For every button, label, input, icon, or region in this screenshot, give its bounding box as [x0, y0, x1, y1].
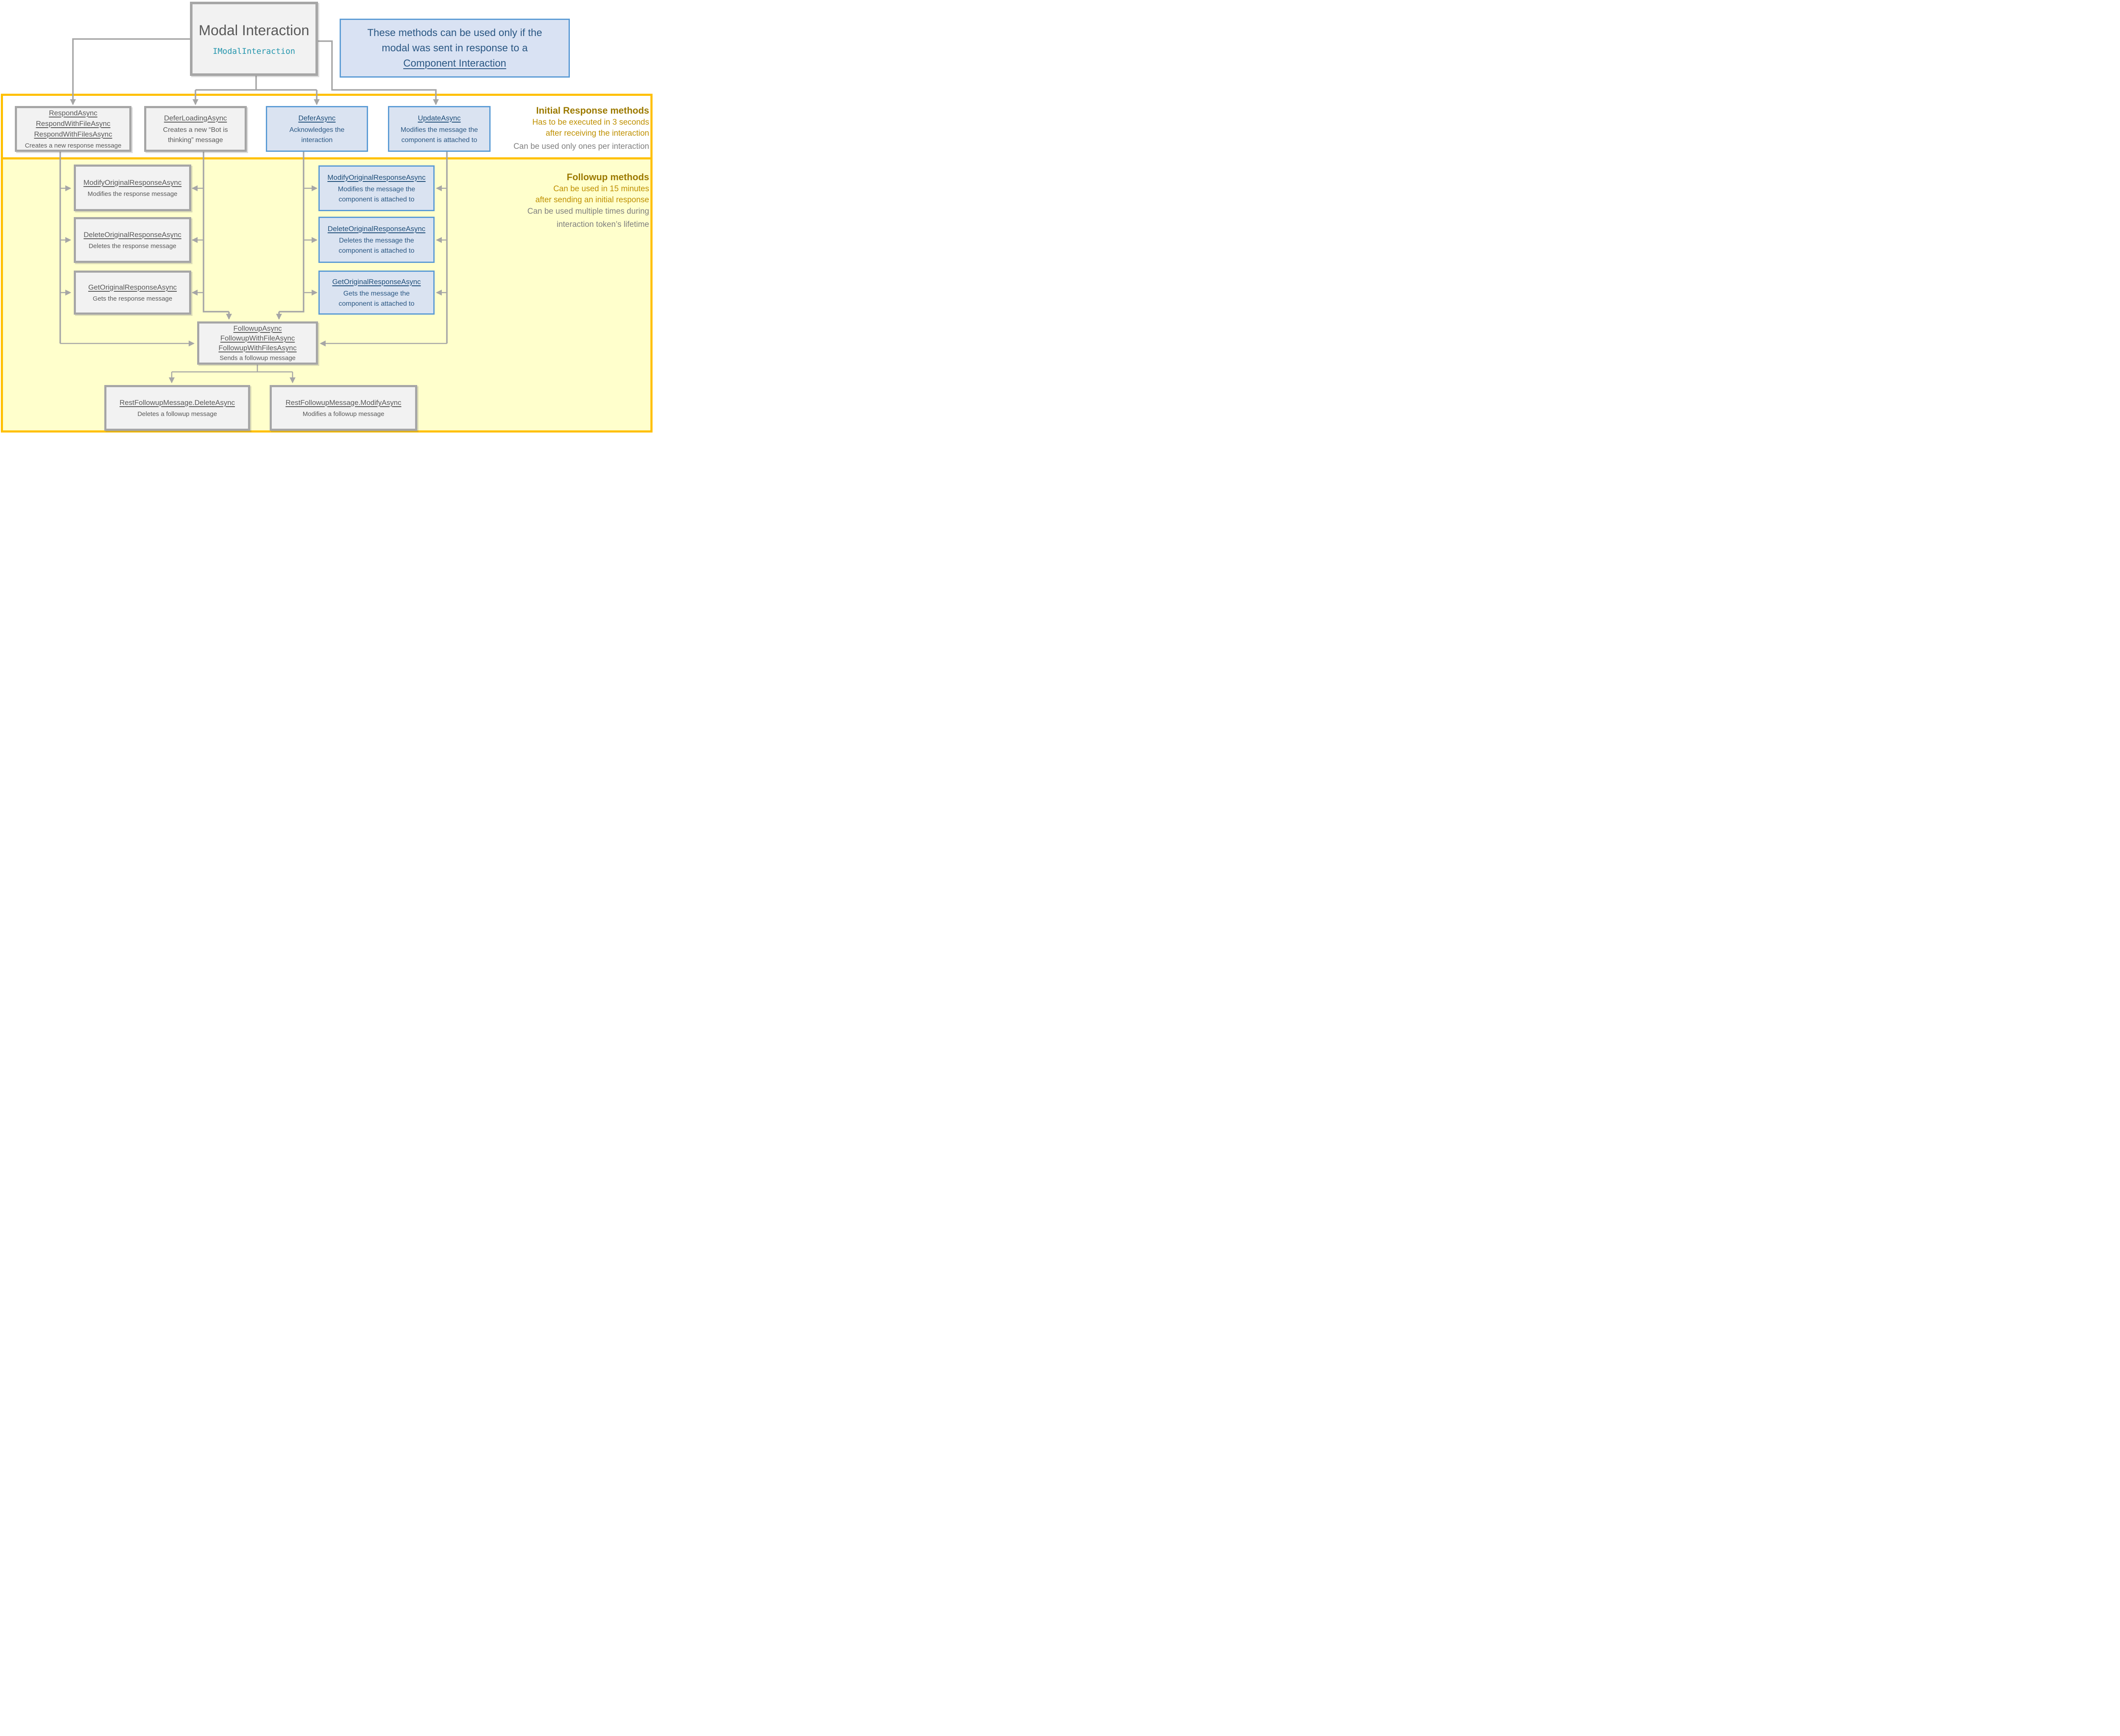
link-get-original-response-async-component[interactable]: GetOriginalResponseAsync	[332, 277, 421, 286]
link-followup-async[interactable]: FollowupAsync	[233, 324, 282, 332]
diagram-canvas: Modal Interaction IModalInteraction Thes…	[0, 0, 653, 434]
node-rest-followup-modify-async: RestFollowupMessage.ModifyAsync Modifies…	[270, 385, 417, 431]
link-respond-async[interactable]: RespondAsync	[49, 109, 98, 117]
initial-response-rule-3: Can be used only ones per interaction	[513, 142, 649, 151]
link-rest-followup-delete-async[interactable]: RestFollowupMessage.DeleteAsync	[119, 399, 235, 407]
initial-response-caption: Initial Response methods Has to be execu…	[513, 104, 649, 152]
connector-lines	[59, 38, 448, 383]
component-interaction-link[interactable]: Component Interaction	[403, 57, 506, 69]
initial-followup-divider	[1, 157, 653, 159]
node-delete-original-response-blue-desc: Deletes the message the component is att…	[338, 237, 415, 254]
link-modify-original-response-async[interactable]: ModifyOriginalResponseAsync	[83, 179, 182, 187]
node-update-async: UpdateAsync Modifies the message the com…	[388, 106, 491, 152]
node-defer-loading-async-desc: Creates a new “Bot is thinking” message	[163, 126, 228, 144]
node-delete-original-response-async-blue: DeleteOriginalResponseAsync Deletes the …	[318, 217, 435, 263]
node-respond-async: RespondAsync RespondWithFileAsync Respon…	[15, 106, 131, 152]
link-rest-followup-modify-async[interactable]: RestFollowupMessage.ModifyAsync	[285, 399, 402, 407]
node-delete-original-response-gray-desc: Deletes the response message	[89, 243, 176, 250]
followup-rule-4: interaction token’s lifetime	[556, 220, 649, 229]
node-followup-async: FollowupAsync FollowupWithFileAsync Foll…	[197, 321, 318, 365]
node-modal-interaction: Modal Interaction IModalInteraction	[190, 2, 318, 76]
node-modify-original-response-blue-desc: Modifies the message the component is at…	[338, 185, 416, 203]
followup-rule-2: after sending an initial response	[535, 195, 649, 204]
node-rest-followup-delete-async: RestFollowupMessage.DeleteAsync Deletes …	[104, 385, 250, 431]
link-delete-original-response-async-component[interactable]: DeleteOriginalResponseAsync	[327, 225, 426, 233]
link-respond-with-files-async[interactable]: RespondWithFilesAsync	[34, 130, 112, 138]
link-defer-async[interactable]: DeferAsync	[298, 114, 336, 122]
node-defer-loading-async: DeferLoadingAsync Creates a new “Bot is …	[144, 106, 247, 152]
interface-name: IModalInteraction	[212, 46, 296, 56]
initial-response-rule-2: after receiving the interaction	[546, 129, 649, 138]
node-rest-followup-delete-desc: Deletes a followup message	[137, 410, 217, 418]
page-title: Modal Interaction	[198, 22, 310, 39]
node-defer-async-desc: Acknowledges the interaction	[289, 126, 345, 144]
node-followup-async-desc: Sends a followup message	[219, 354, 296, 362]
node-get-original-response-async-gray: GetOriginalResponseAsync Gets the respon…	[74, 271, 191, 315]
link-delete-original-response-async[interactable]: DeleteOriginalResponseAsync	[84, 231, 181, 239]
link-update-async[interactable]: UpdateAsync	[418, 114, 461, 122]
node-defer-async: DeferAsync Acknowledges the interaction	[266, 106, 368, 152]
node-get-original-response-async-blue: GetOriginalResponseAsync Gets the messag…	[318, 271, 435, 315]
node-get-original-response-blue-desc: Gets the message the component is attach…	[338, 290, 415, 307]
followup-rule-1: Can be used in 15 minutes	[553, 184, 649, 193]
link-modify-original-response-async-component[interactable]: ModifyOriginalResponseAsync	[327, 173, 426, 181]
followup-heading: Followup methods	[566, 172, 649, 182]
methods-outer-border	[1, 94, 653, 433]
followup-rule-3: Can be used multiple times during	[527, 207, 649, 216]
initial-response-rule-1: Has to be executed in 3 seconds	[532, 118, 649, 127]
node-respond-async-desc: Creates a new response message	[25, 142, 122, 149]
node-modify-original-response-async-blue: ModifyOriginalResponseAsync Modifies the…	[318, 165, 435, 211]
node-modify-original-response-async-gray: ModifyOriginalResponseAsync Modifies the…	[74, 165, 191, 211]
node-update-async-desc: Modifies the message the component is at…	[400, 126, 478, 144]
link-followup-with-files-async[interactable]: FollowupWithFilesAsync	[218, 344, 297, 352]
initial-response-heading: Initial Response methods	[536, 105, 650, 116]
node-get-original-response-gray-desc: Gets the response message	[92, 295, 173, 302]
node-rest-followup-modify-desc: Modifies a followup message	[302, 410, 385, 418]
node-modify-original-response-gray-desc: Modifies the response message	[87, 190, 178, 198]
link-defer-loading-async[interactable]: DeferLoadingAsync	[164, 114, 227, 122]
followup-caption: Followup methods Can be used in 15 minut…	[527, 171, 649, 230]
node-delete-original-response-async-gray: DeleteOriginalResponseAsync Deletes the …	[74, 217, 191, 263]
note-component-interaction: These methods can be used only if the mo…	[340, 19, 570, 78]
link-get-original-response-async[interactable]: GetOriginalResponseAsync	[88, 283, 177, 291]
link-respond-with-file-async[interactable]: RespondWithFileAsync	[36, 120, 111, 128]
link-followup-with-file-async[interactable]: FollowupWithFileAsync	[220, 334, 295, 342]
note-line-2: modal was sent in response to a	[382, 42, 528, 54]
note-line-1: These methods can be used only if the	[367, 27, 542, 39]
